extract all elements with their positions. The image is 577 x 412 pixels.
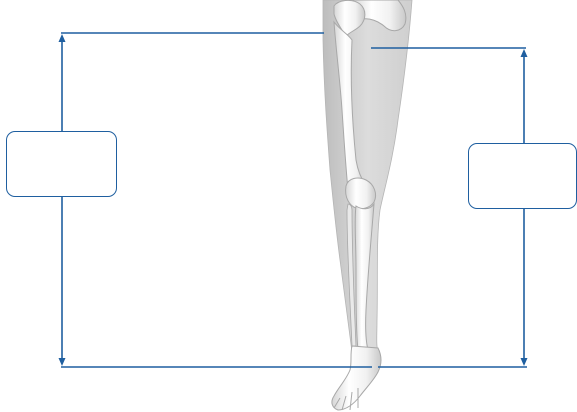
foot-bones [332, 346, 381, 410]
right-label-box [468, 143, 577, 209]
right-arrow-top [521, 49, 528, 57]
left-arrow-bottom [59, 358, 66, 366]
right-arrow-bottom [521, 358, 528, 366]
left-label-box [6, 131, 117, 197]
left-arrow-top [59, 34, 66, 42]
